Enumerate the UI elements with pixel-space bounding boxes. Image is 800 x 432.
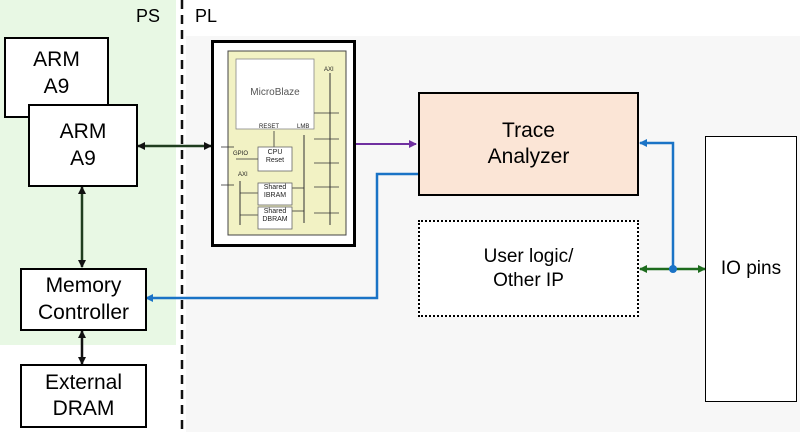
junction-dot xyxy=(669,265,677,273)
shared-dbram-box: Shared DBRAM xyxy=(262,208,288,224)
shared-ibram-box: Shared IBRAM xyxy=(263,184,287,200)
microblaze-subsystem-block: MicroBlaze AXI RESET LMB GPIO CPU Reset … xyxy=(211,40,356,247)
gpio-label: GPIO xyxy=(233,151,249,157)
microblaze-subsystem-diagram xyxy=(221,50,347,236)
external-dram-block: External DRAM xyxy=(20,364,147,428)
io-to-trace-link xyxy=(639,139,675,269)
trace-analyzer-block: Trace Analyzer xyxy=(418,92,639,196)
arm-a9-front-block: ARM A9 xyxy=(28,104,138,187)
reset-label: RESET xyxy=(259,124,280,130)
pl-label: PL xyxy=(195,6,218,26)
user-logic-block: User logic/ Other IP xyxy=(418,220,639,317)
microblaze-core-label: MicroBlaze xyxy=(250,87,300,98)
axi-right-label: AXI xyxy=(324,67,334,73)
axi-left-label: AXI xyxy=(238,172,248,178)
lmb-label: LMB xyxy=(297,124,310,130)
ps-label: PS xyxy=(136,6,161,26)
trace-to-memory-link xyxy=(145,172,418,302)
cpu-reset-box: CPU Reset xyxy=(265,149,285,165)
io-pins-block: IO pins xyxy=(705,136,797,402)
memory-controller-block: Memory Controller xyxy=(20,268,147,331)
